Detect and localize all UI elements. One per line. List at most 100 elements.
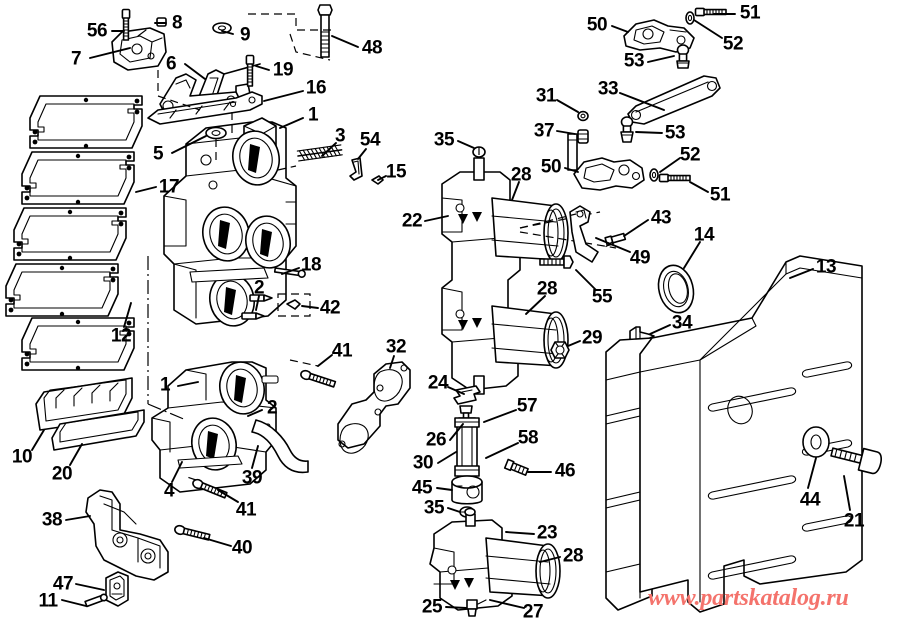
callout-57: 57: [516, 395, 538, 417]
carburetor-body-lower: [151, 361, 279, 493]
part-44-washer: [802, 426, 830, 458]
callout-30: 30: [412, 452, 434, 474]
part-13-air-silencer-cover: [605, 255, 863, 613]
part-50-lever-upper: [623, 19, 695, 53]
part-2-jet-upper: [249, 294, 273, 302]
part-48-long-bolt: [317, 4, 333, 58]
callout-28: 28: [536, 278, 558, 300]
callout-22: 22: [401, 210, 423, 232]
callout-43: 43: [650, 207, 672, 229]
callout-35: 35: [423, 497, 445, 519]
callout-9: 9: [239, 24, 251, 46]
callout-55: 55: [591, 286, 613, 308]
part-23-lower-throttle-body: [429, 507, 561, 617]
part-52-washer-lower: [649, 168, 659, 182]
callout-31: 31: [535, 85, 557, 107]
callout-51: 51: [739, 2, 761, 24]
callout-11: 11: [38, 590, 58, 612]
callout-16: 16: [305, 77, 327, 99]
callout-47: 47: [52, 573, 74, 595]
callout-53: 53: [664, 122, 686, 144]
hardware-top: [121, 4, 384, 543]
callout-10: 10: [11, 446, 33, 468]
callout-52: 52: [679, 144, 701, 166]
leader-lines: [31, 13, 851, 609]
callout-56: 56: [86, 20, 108, 42]
callout-1: 1: [159, 374, 171, 396]
callout-50: 50: [540, 156, 562, 178]
part-53-ball-stud-upper: [676, 44, 690, 69]
callout-50: 50: [586, 14, 608, 36]
part-31-nut: [577, 110, 589, 122]
callout-52: 52: [722, 33, 744, 55]
part-16-link-bar: [147, 91, 263, 125]
part-3-spring: [296, 144, 343, 162]
callout-1: 1: [307, 104, 319, 126]
callout-45: 45: [411, 477, 433, 499]
callout-3: 3: [334, 125, 346, 147]
callout-5: 5: [152, 143, 164, 165]
callout-41: 41: [331, 340, 353, 362]
callout-54: 54: [359, 129, 381, 151]
callout-37: 37: [533, 120, 555, 142]
callout-41: 41: [235, 499, 257, 521]
part-37-spacer: [577, 129, 589, 144]
part-21-knob-bolt: [830, 447, 882, 475]
throttle-body-stack: [441, 146, 617, 395]
callout-7: 7: [70, 48, 82, 70]
part-32-gasket-plate: [337, 361, 411, 454]
callout-53: 53: [623, 50, 645, 72]
callout-40: 40: [231, 537, 253, 559]
part-38-bracket: [85, 489, 169, 581]
callout-2: 2: [253, 277, 265, 299]
callout-51: 51: [709, 184, 731, 206]
callout-23: 23: [536, 522, 558, 544]
callout-28: 28: [562, 545, 584, 567]
part-47-clamp: [105, 571, 129, 607]
part-50-lever-lower: [567, 133, 645, 191]
callout-58: 58: [517, 427, 539, 449]
part-2-jet-lower: [241, 312, 265, 320]
callout-42: 42: [319, 297, 341, 319]
callout-48: 48: [361, 37, 383, 59]
callout-26: 26: [425, 429, 447, 451]
callout-20: 20: [51, 463, 73, 485]
reed-block-assembly: [35, 377, 145, 451]
callout-29: 29: [581, 327, 603, 349]
part-49-link-rod: [569, 205, 599, 263]
callout-44: 44: [799, 489, 821, 511]
carburetor-body-upper: [163, 117, 297, 327]
callout-4: 4: [163, 480, 175, 502]
callout-2: 2: [266, 397, 278, 419]
callout-13: 13: [815, 256, 837, 278]
callout-14: 14: [693, 224, 715, 246]
callout-24: 24: [427, 372, 449, 394]
callout-27: 27: [522, 601, 544, 623]
callout-18: 18: [300, 254, 322, 276]
part-14-seal: [657, 264, 695, 314]
callout-35: 35: [433, 129, 455, 151]
watermark: www.partskatalog.ru: [648, 585, 896, 613]
callout-32: 32: [385, 336, 407, 358]
callout-8: 8: [171, 12, 183, 34]
part-29-locknut: [550, 341, 570, 359]
part-52-washer-upper: [685, 11, 695, 25]
callout-49: 49: [629, 247, 651, 269]
callout-21: 21: [843, 510, 865, 532]
callout-25: 25: [421, 596, 443, 618]
callout-34: 34: [671, 312, 693, 334]
callout-46: 46: [554, 460, 576, 482]
callout-12: 12: [110, 325, 132, 347]
part-24-clip: [453, 385, 481, 405]
callout-38: 38: [41, 509, 63, 531]
callout-28: 28: [510, 164, 532, 186]
callout-17: 17: [158, 176, 180, 198]
part-7-bracket: [111, 27, 167, 71]
part-53-ball-stud-lower: [620, 116, 634, 143]
part-45-collar: [451, 475, 483, 505]
construction-lines: [147, 13, 613, 481]
callout-33: 33: [597, 78, 619, 100]
callout-19: 19: [272, 59, 294, 81]
